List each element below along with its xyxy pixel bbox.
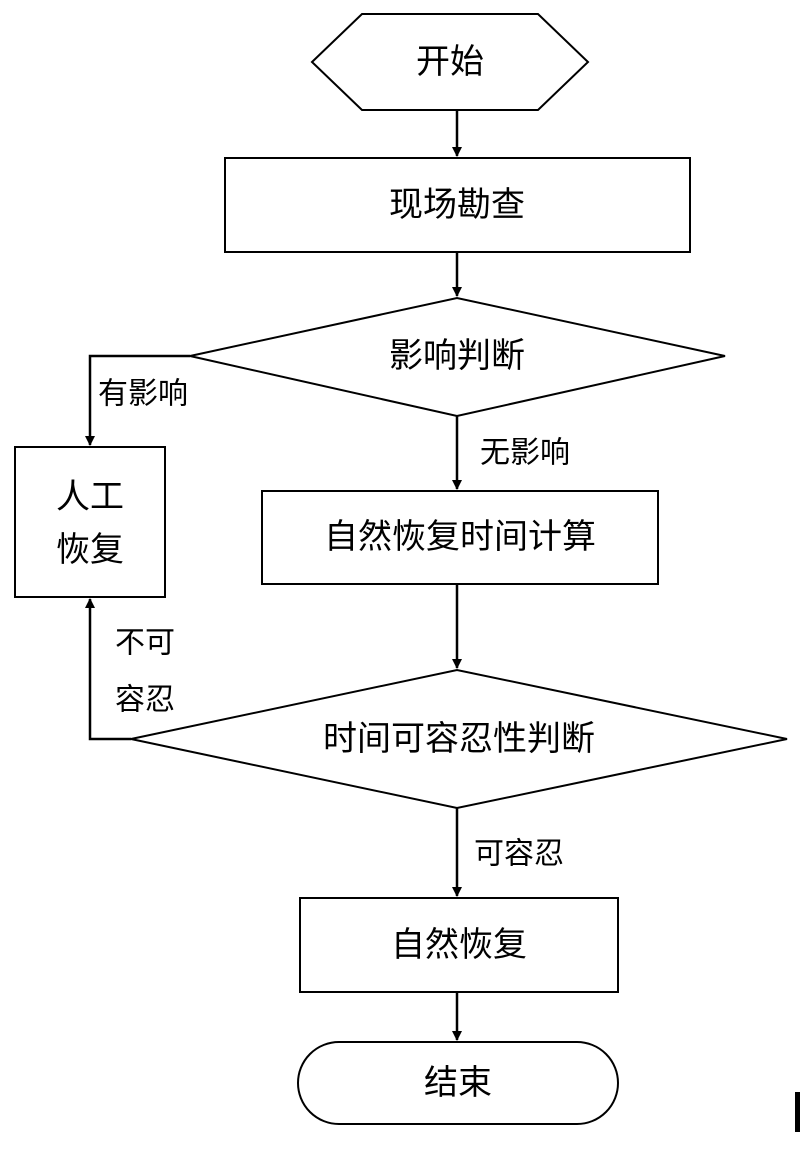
natural-label: 自然恢复 <box>391 925 527 965</box>
node-natural: 自然恢复 <box>299 897 619 993</box>
node-survey: 现场勘查 <box>224 157 691 253</box>
natural-box <box>299 897 619 993</box>
calc-box <box>261 490 659 585</box>
calc-label: 自然恢复时间计算 <box>324 517 596 557</box>
node-end: 结束 <box>297 1041 619 1125</box>
edge-label-tolerable: 可容忍 <box>474 837 564 872</box>
edge-tolerance-manual <box>85 598 131 741</box>
node-calc: 自然恢复时间计算 <box>261 490 659 585</box>
edge-label-intolerable-line2: 容忍 <box>115 683 175 718</box>
manual-label-line2: 恢复 <box>56 530 124 570</box>
impact-label: 影响判断 <box>389 336 525 376</box>
node-tolerance: 时间可容忍性判断 <box>130 668 788 810</box>
manual-box <box>14 446 166 598</box>
start-hexagon <box>310 13 590 111</box>
node-manual: 人工 恢复 <box>14 446 166 598</box>
edge-impact-manual <box>85 354 190 446</box>
edge-label-intolerable-line1: 不可 <box>115 626 175 661</box>
node-start: 开始 <box>310 13 590 111</box>
end-terminator <box>297 1041 619 1125</box>
survey-label: 现场勘查 <box>389 185 525 225</box>
tolerance-label: 时间可容忍性判断 <box>323 719 595 759</box>
end-label: 结束 <box>424 1063 492 1103</box>
edge-label-no-impact: 无影响 <box>480 436 570 471</box>
manual-label-line1: 人工 <box>56 477 124 517</box>
survey-box <box>224 157 691 253</box>
corner-mark <box>795 1092 800 1132</box>
start-label: 开始 <box>416 42 484 82</box>
edge-label-has-impact: 有影响 <box>98 377 188 412</box>
node-impact: 影响判断 <box>189 296 726 418</box>
tolerance-diamond <box>130 668 788 810</box>
impact-diamond <box>189 296 726 418</box>
